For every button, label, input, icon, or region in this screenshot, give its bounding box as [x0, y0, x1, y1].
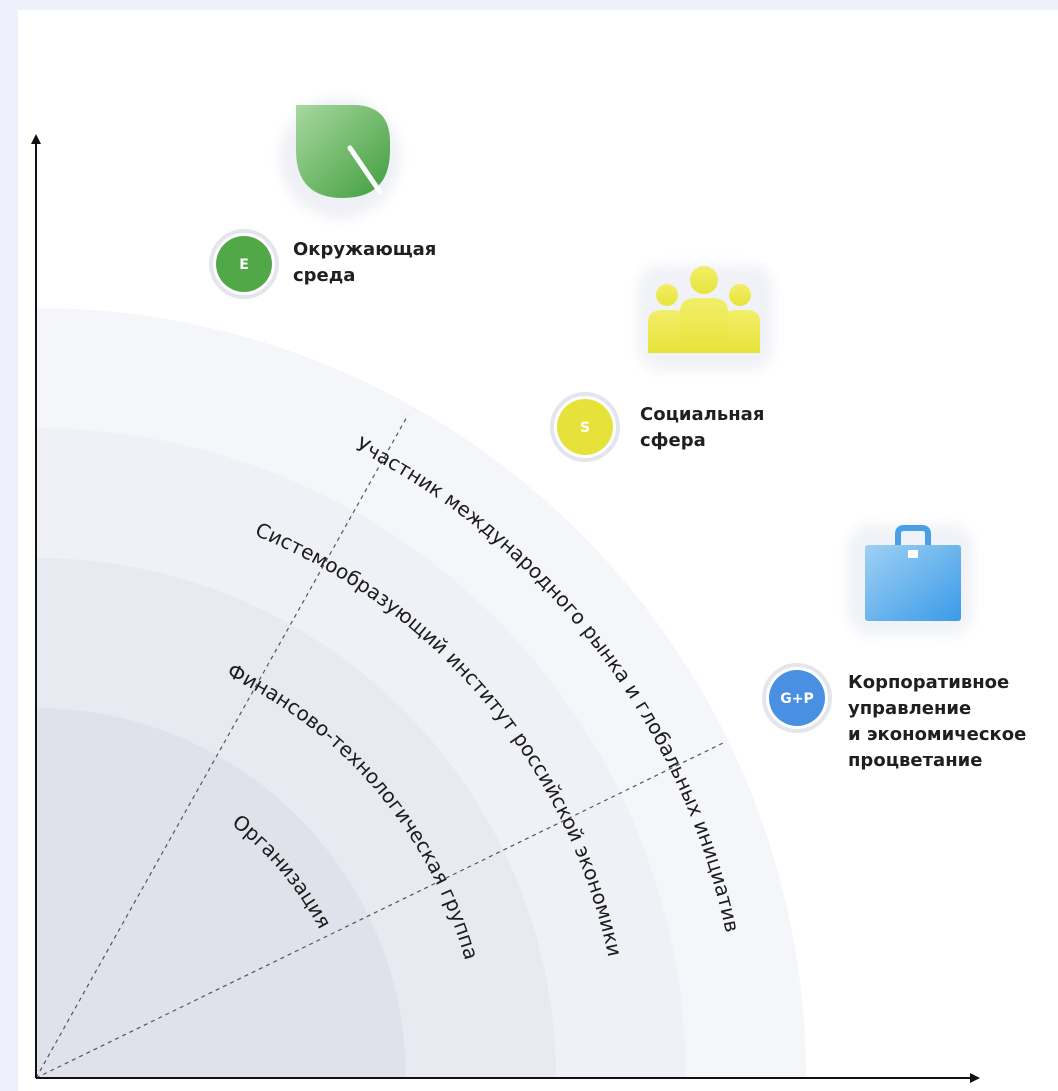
- social-badge-letter: S: [580, 420, 590, 436]
- ring-1-area: [36, 708, 406, 1078]
- social-group: S Социальная сфера: [550, 265, 773, 462]
- dashed-ray-steep: [35, 414, 409, 1079]
- governance-label-line-3: и экономическое: [848, 724, 1026, 745]
- governance-badge-letters: G+P: [780, 691, 813, 707]
- governance-group: G+P Корпоративное управление и экономиче…: [762, 525, 1026, 771]
- esg-diagram: Организация Финансово-технологическая гр…: [31, 98, 1026, 1083]
- people-icon: [648, 266, 760, 353]
- environment-label-line-2: среда: [293, 265, 355, 286]
- rings-group: [36, 308, 806, 1078]
- governance-badge: [769, 670, 825, 726]
- leaf-icon: [296, 105, 390, 198]
- social-badge: [557, 399, 613, 455]
- environment-group: E Окружающая среда: [209, 98, 436, 299]
- briefcase-icon: [865, 525, 961, 621]
- governance-label-line-1: Корпоративное: [848, 672, 1009, 693]
- social-label-line-2: сфера: [640, 430, 706, 451]
- environment-badge-letter: E: [239, 257, 249, 273]
- governance-label-line-2: управление: [848, 698, 971, 719]
- governance-label-line-4: процветание: [848, 750, 982, 771]
- environment-badge: [216, 236, 272, 292]
- social-label-line-1: Социальная: [640, 404, 764, 425]
- diagram-canvas: Организация Финансово-технологическая гр…: [18, 10, 1058, 1091]
- environment-label-line-1: Окружающая: [293, 239, 436, 260]
